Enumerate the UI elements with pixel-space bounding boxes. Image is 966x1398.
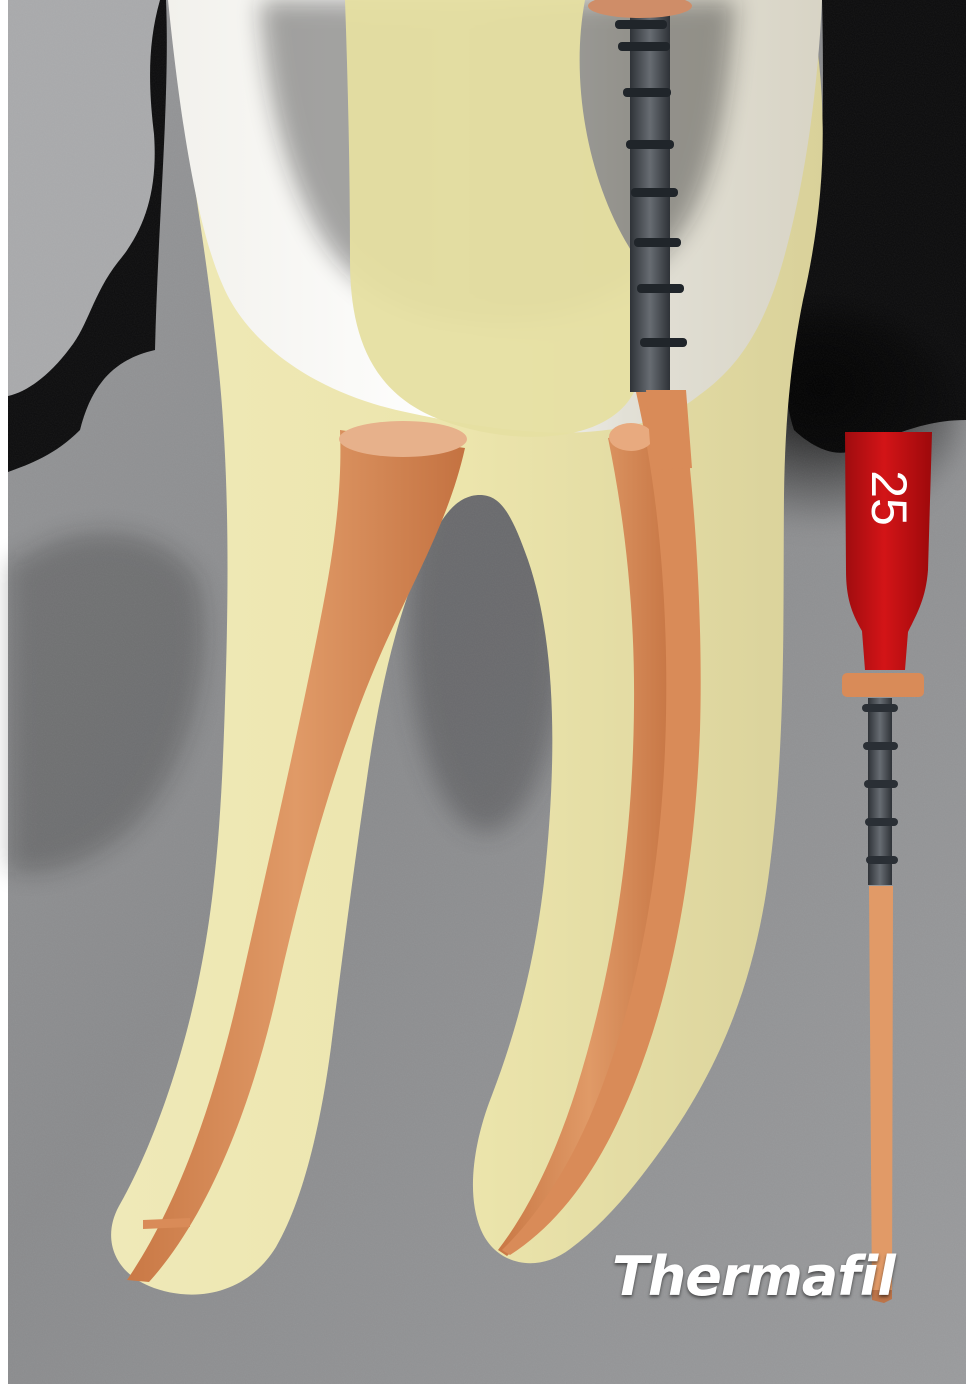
distal-canal-top	[609, 423, 653, 451]
mesial-canal-top	[339, 421, 467, 457]
thermafil-brand-label: Thermafil	[612, 1250, 895, 1304]
obturator-stopper	[842, 673, 924, 697]
obturator-size-label: 25	[831, 455, 947, 541]
obturator-gutta-percha	[869, 886, 893, 1300]
inserted-carrier-tip	[646, 390, 692, 470]
